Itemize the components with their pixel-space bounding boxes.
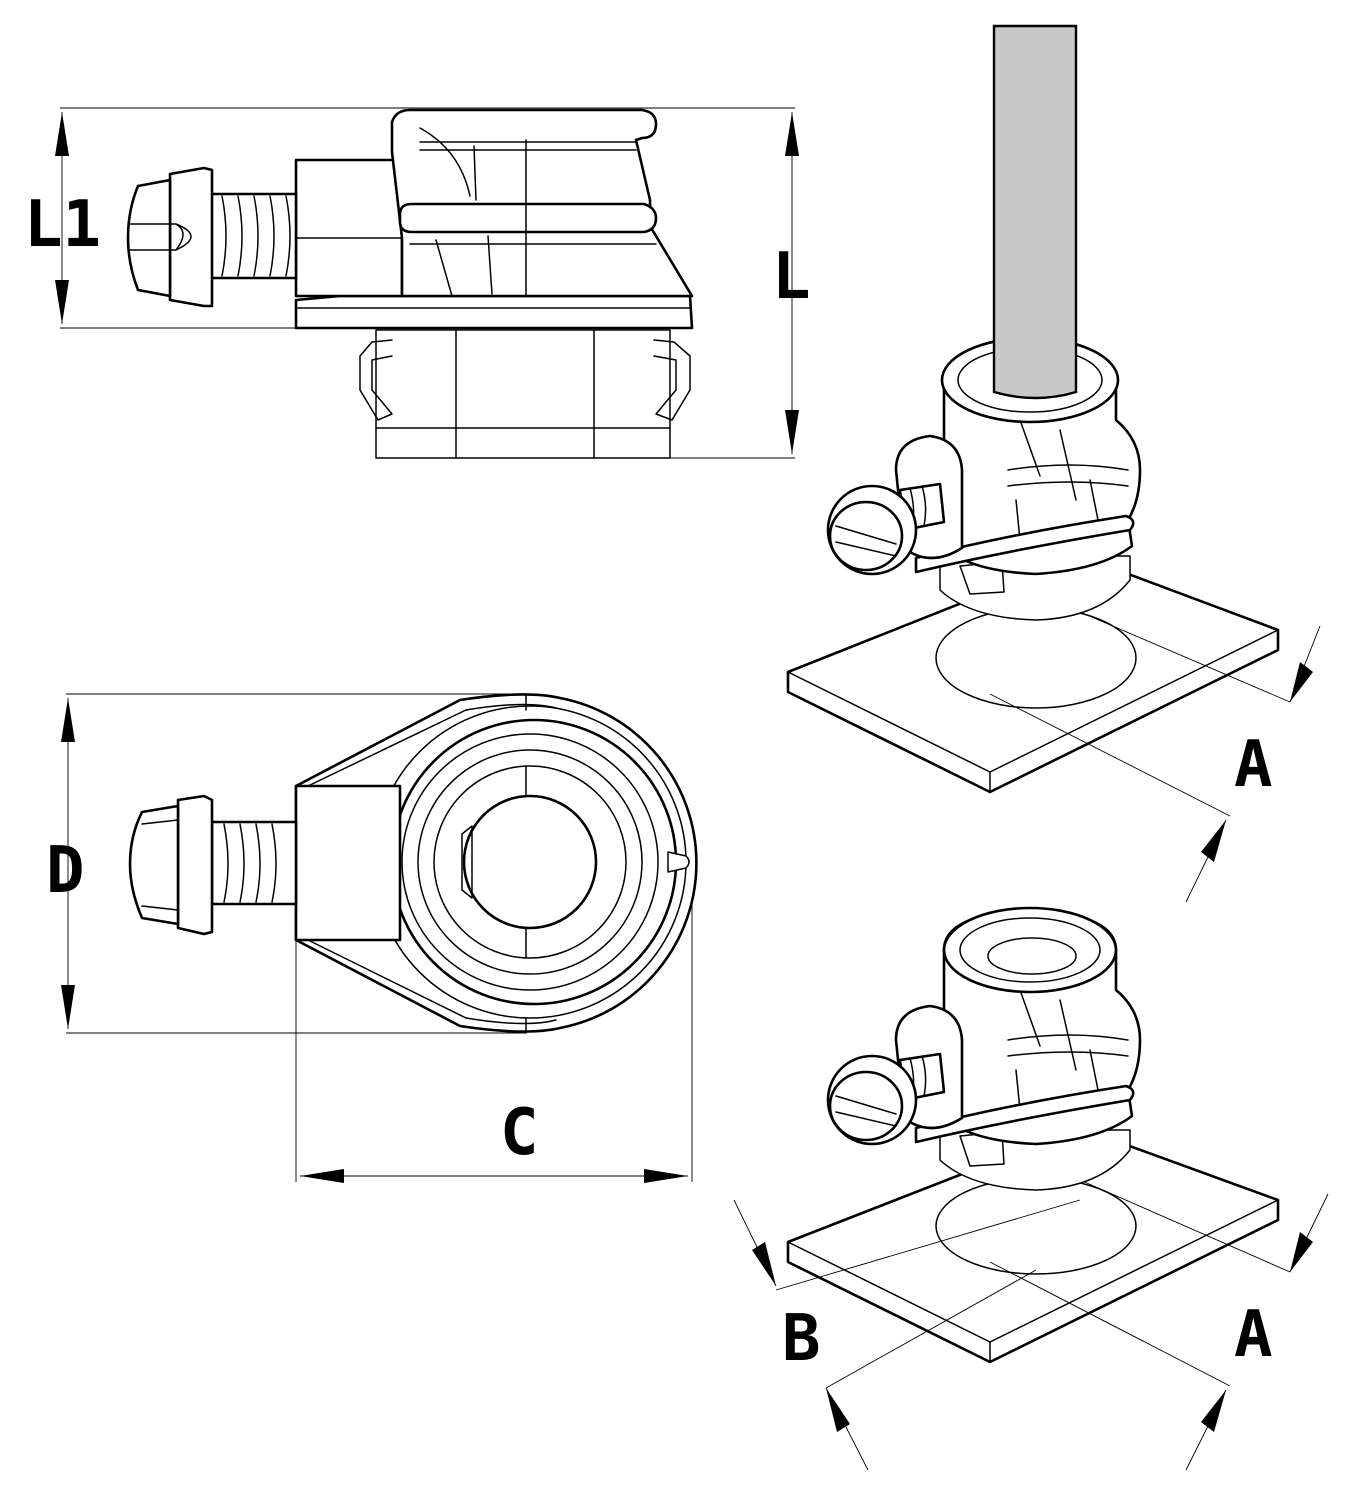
screw-head-side — [126, 166, 214, 308]
dimension-line-d — [61, 698, 75, 1029]
spring-side — [208, 192, 298, 280]
dimension-line-l — [785, 112, 799, 454]
dimension-label-d: D — [46, 834, 85, 908]
dimension-line-c — [300, 1169, 688, 1183]
dimension-label-l1: L1 — [24, 188, 101, 262]
dimension-label-a-bottom: A — [1234, 1298, 1273, 1372]
side-view — [55, 107, 799, 459]
iso-view-without-cable — [733, 906, 1329, 1471]
top-view — [61, 693, 698, 1183]
dimension-label-c: C — [500, 1096, 539, 1170]
dimension-label-b: B — [782, 1302, 821, 1376]
dimension-label-a-top: A — [1234, 728, 1273, 802]
iso-view-with-cable — [786, 24, 1321, 903]
dimension-label-l: L — [772, 240, 811, 314]
dimension-line-l1 — [55, 112, 69, 324]
